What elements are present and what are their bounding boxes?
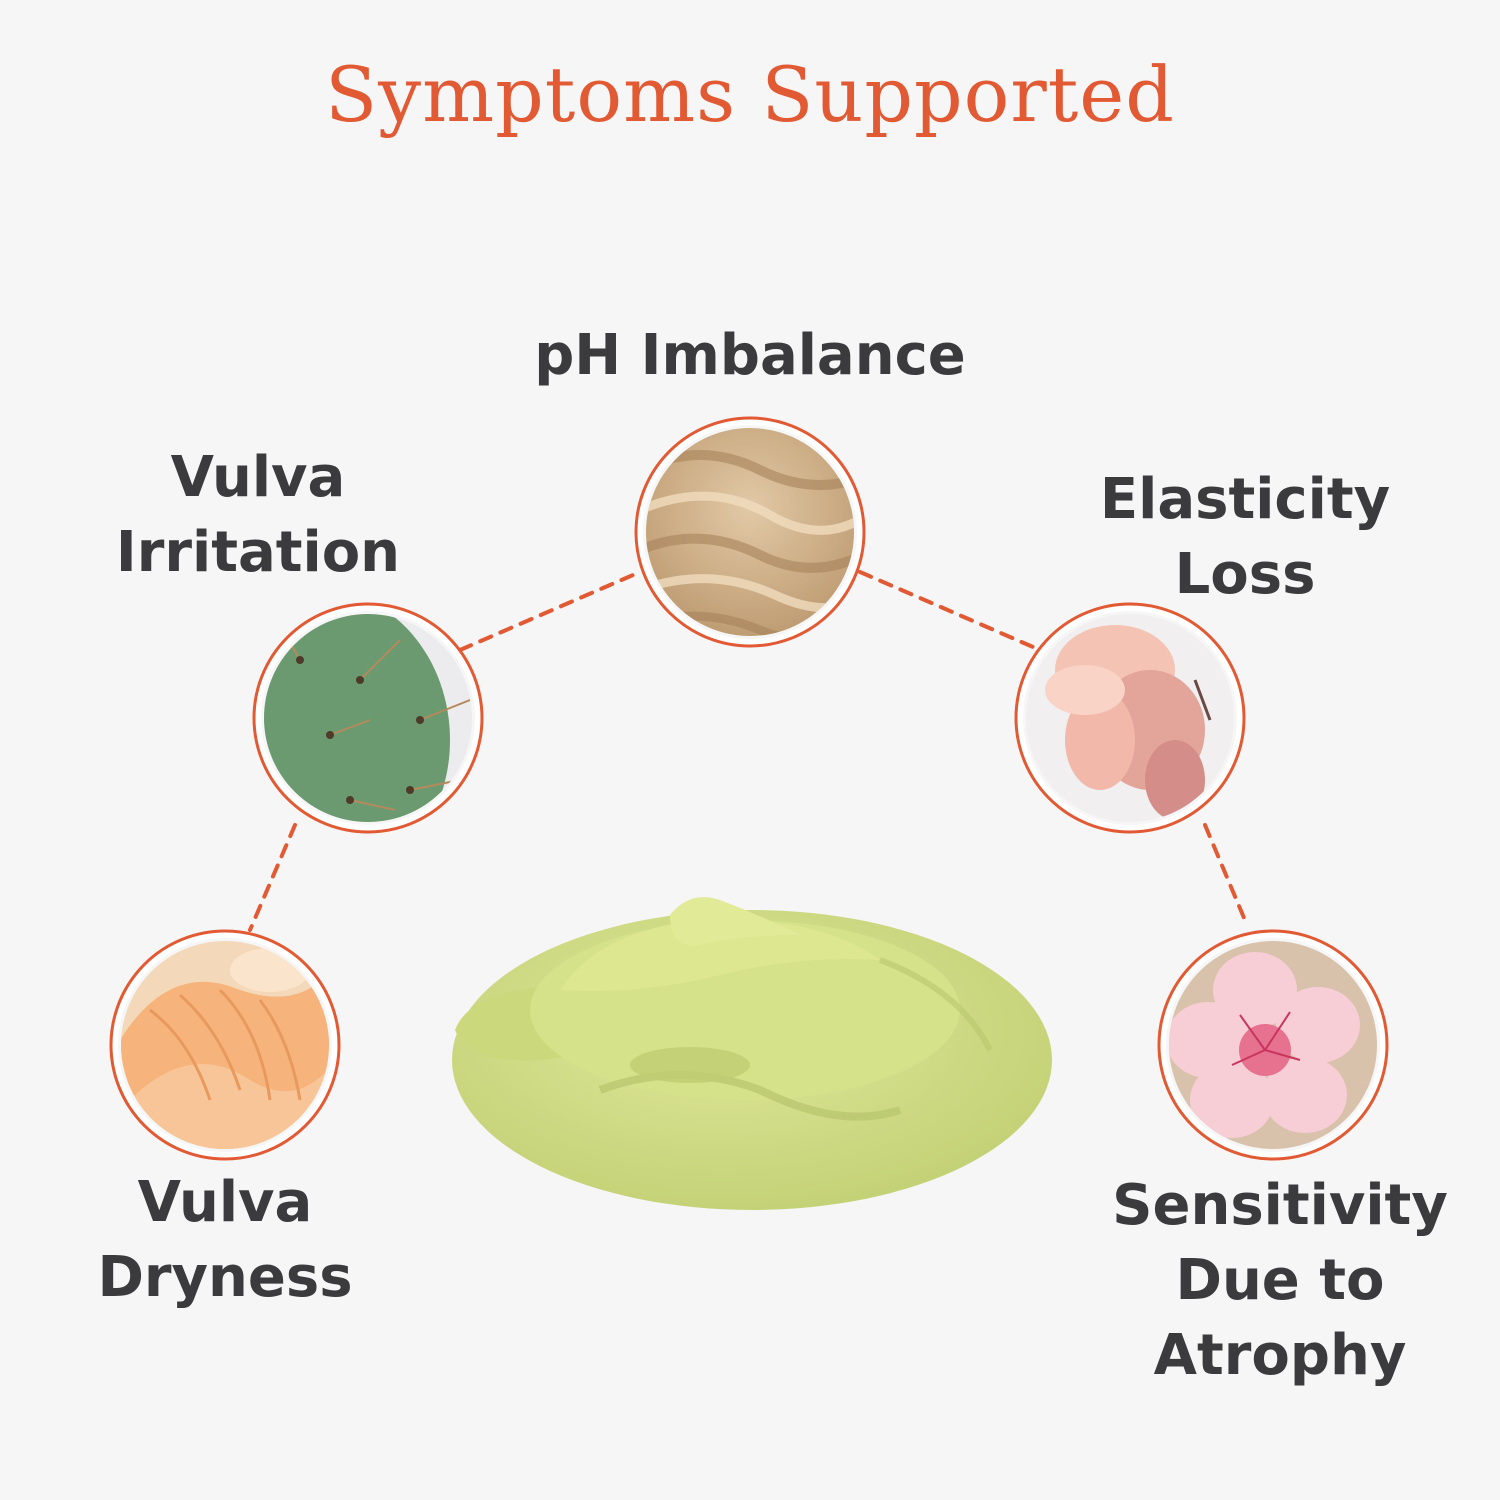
label-line: Vulva xyxy=(137,1170,313,1235)
connector-irritation-ph xyxy=(458,570,642,652)
connector-irritation-dryness xyxy=(248,823,297,932)
label-line: Vulva xyxy=(170,445,346,510)
label-line: Dryness xyxy=(97,1245,353,1310)
cherry-blossom-image xyxy=(1157,929,1389,1161)
label-line: Elasticity xyxy=(1099,467,1391,532)
label-vulva-irritation: Vulva Irritation xyxy=(58,440,458,590)
label-line: Sensitivity xyxy=(1112,1173,1448,1238)
label-elasticity-loss: Elasticity Loss xyxy=(1045,462,1445,612)
label-line: Atrophy xyxy=(1153,1323,1407,1388)
label-line: pH Imbalance xyxy=(534,323,966,388)
connector-ph-elasticity xyxy=(858,570,1042,652)
cactus-image xyxy=(252,602,484,834)
label-line: Irritation xyxy=(115,520,401,585)
connector-elasticity-sensitivity xyxy=(1203,823,1249,927)
label-line: Loss xyxy=(1174,542,1316,607)
dashed-connectors xyxy=(248,570,1249,932)
label-ph-imbalance: pH Imbalance xyxy=(450,318,1050,393)
label-sensitivity-atrophy: Sensitivity Due to Atrophy xyxy=(1080,1168,1480,1393)
mushroom-gills-image xyxy=(109,929,341,1161)
green-cream-swirl-image xyxy=(452,897,1052,1210)
page-title: Symptoms Supported xyxy=(325,50,1175,139)
label-vulva-dryness: Vulva Dryness xyxy=(25,1165,425,1315)
label-line: Due to xyxy=(1175,1248,1385,1313)
sand-dunes-image xyxy=(634,416,866,648)
peach-flower-image xyxy=(1014,602,1246,834)
